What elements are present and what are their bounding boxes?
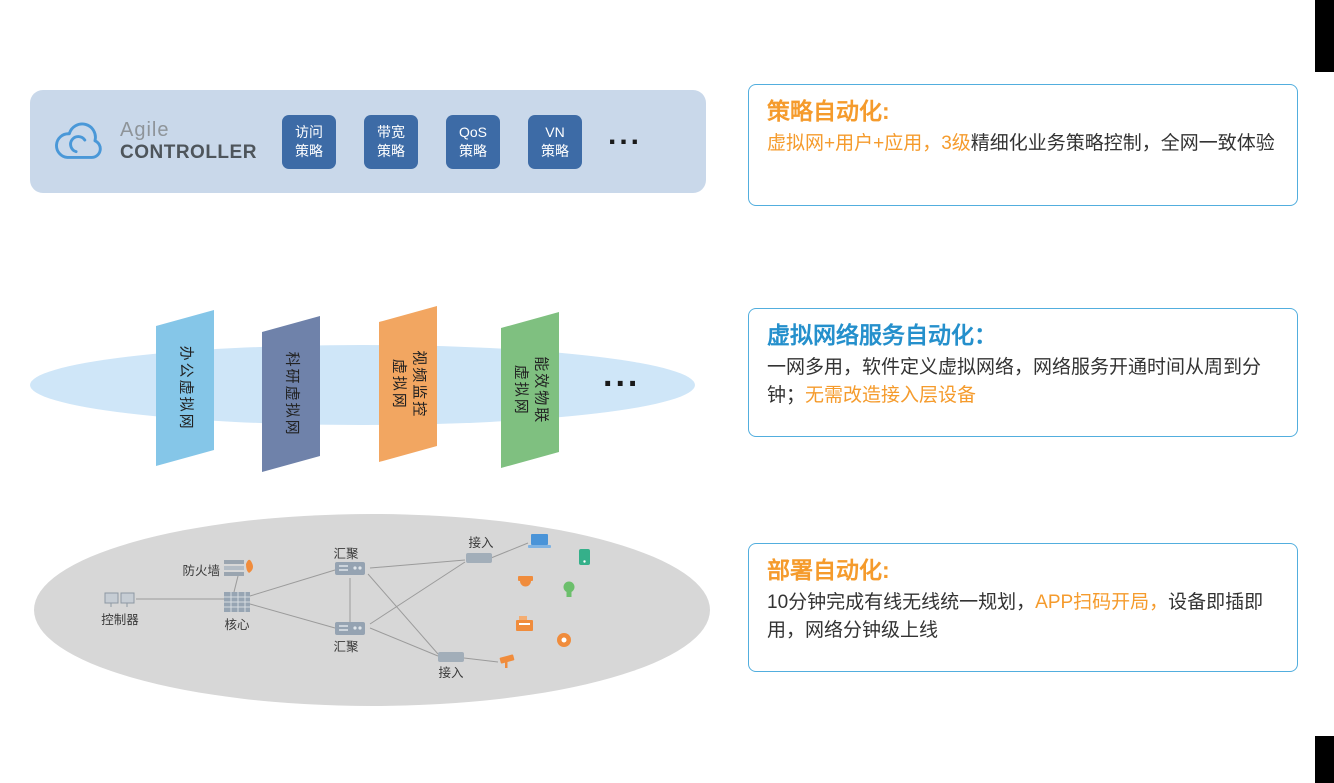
vn-plane-label: 办公虚拟网 (156, 310, 214, 466)
plane-text-line: 办公虚拟网 (177, 345, 195, 431)
callout-title: 部署自动化: (767, 557, 890, 583)
vn-plane-video-surveillance: 视频监控 虚拟网 (379, 306, 437, 462)
callout-body: 虚拟网+用户+应用，3级精细化业务策略控制，全网一致体验 (767, 130, 1279, 159)
callout-segment: 设备即插即用，网络分钟级上线 (767, 591, 1264, 642)
ap-icon (557, 633, 571, 647)
cloud-icon (55, 122, 102, 159)
plane-text-line: 能效物联 (532, 355, 550, 425)
badge-label: QoS (458, 123, 487, 140)
callout-vn-service-automation: 虚拟网络服务自动化： 一网多用，软件定义虚拟网络，网络服务开通时间从周到分钟；无… (748, 308, 1298, 437)
core-switch-icon (224, 592, 250, 612)
badge-label: 策略 (541, 142, 569, 159)
controller-device-icon (104, 592, 135, 607)
vn-plane-label: 科研虚拟网 (262, 316, 320, 472)
badge-label: 带宽 (377, 123, 405, 140)
callout-segment: 无需改造接入层设备 (805, 385, 977, 407)
plane-text-line: 虚拟网 (512, 364, 530, 416)
access-switch-bottom-icon (438, 652, 464, 662)
bulb-icon (563, 581, 575, 597)
firewall-icon (224, 559, 253, 576)
vn-plane-research: 科研虚拟网 (262, 316, 320, 472)
logo-agile-text: Agile (120, 119, 170, 142)
top-right-black-bar (1315, 0, 1334, 72)
cctv-camera-icon (499, 654, 515, 668)
badge-label: VN (545, 123, 565, 140)
callout-segment: 一网多用，软件定义虚拟网络，网络服务开通时间从周到分钟； (767, 356, 1262, 407)
bottom-right-black-bar (1315, 736, 1334, 783)
core-label: 核心 (224, 618, 250, 632)
callout-deployment-automation: 部署自动化: 10分钟完成有线无线统一规划，APP扫码开局，设备即插即用，网络分… (748, 543, 1298, 672)
virtual-network-ellipse (30, 345, 695, 425)
more-vns-ellipsis: ... (603, 356, 641, 394)
physical-network-ellipse (34, 514, 710, 706)
plane-text-line: 虚拟网 (390, 358, 408, 410)
policy-badges: 访问 策略 带宽 策略 QoS 策略 VN 策略 (282, 114, 582, 169)
tablet-icon (579, 549, 590, 565)
badge-label: 策略 (459, 142, 487, 159)
aggregation-top-label: 汇聚 (333, 547, 359, 561)
more-policies-ellipsis: ... (608, 117, 643, 151)
vn-plane-office: 办公虚拟网 (156, 310, 214, 466)
callout-segment: 10分钟完成有线无线统一规划， (767, 591, 1036, 613)
dome-camera-icon (518, 576, 533, 587)
callout-policy-automation: 策略自动化: 虚拟网+用户+应用，3级精细化业务策略控制，全网一致体验 (748, 84, 1298, 206)
access-top-label: 接入 (468, 535, 494, 550)
aggregation-switch-bottom-icon (335, 622, 365, 635)
plane-text-line: 视频监控 (410, 349, 428, 419)
callout-title: 策略自动化: (767, 98, 890, 124)
vn-plane-label: 能效物联 虚拟网 (501, 312, 559, 468)
controller-bar: Agile CONTROLLER 访问 策略 带宽 策略 QoS 策略 VN 策… (30, 90, 706, 193)
topology-links (136, 542, 529, 663)
physical-network-topology: 控制器 防火墙 核心 汇聚 汇聚 接入 (34, 514, 710, 706)
aggregation-switch-top-icon (335, 562, 365, 575)
callout-segment: 精细化业务策略控制，全网一致体验 (970, 132, 1275, 154)
firewall-label: 防火墙 (182, 563, 220, 578)
access-bottom-label: 接入 (438, 665, 464, 680)
controller-label: 控制器 (101, 613, 139, 627)
policy-badge-qos: QoS 策略 (446, 114, 500, 169)
callout-body: 10分钟完成有线无线统一规划，APP扫码开局，设备即插即用，网络分钟级上线 (767, 589, 1279, 646)
printer-icon (516, 616, 533, 631)
logo-controller-text: CONTROLLER (120, 142, 257, 164)
badge-label: 策略 (377, 142, 405, 159)
callout-segment: APP扫码开局， (1035, 591, 1169, 613)
vn-plane-label: 视频监控 虚拟网 (379, 306, 437, 462)
callout-title: 虚拟网络服务自动化： (767, 322, 997, 348)
policy-badge-vn: VN 策略 (528, 114, 582, 169)
callout-body: 一网多用，软件定义虚拟网络，网络服务开通时间从周到分钟；无需改造接入层设备 (767, 354, 1279, 411)
agile-controller-logo: Agile CONTROLLER (50, 119, 282, 164)
vn-plane-energy-iot: 能效物联 虚拟网 (501, 312, 559, 468)
aggregation-bottom-label: 汇聚 (333, 640, 359, 654)
badge-label: 访问 (295, 123, 323, 140)
policy-badge-access: 访问 策略 (282, 114, 336, 169)
laptop-icon (528, 534, 551, 548)
callout-segment: 虚拟网+用户+应用，3级 (767, 132, 971, 154)
plane-text-line: 科研虚拟网 (283, 351, 301, 437)
policy-badge-bandwidth: 带宽 策略 (364, 114, 418, 169)
badge-label: 策略 (295, 142, 323, 159)
access-switch-top-icon (466, 553, 492, 563)
